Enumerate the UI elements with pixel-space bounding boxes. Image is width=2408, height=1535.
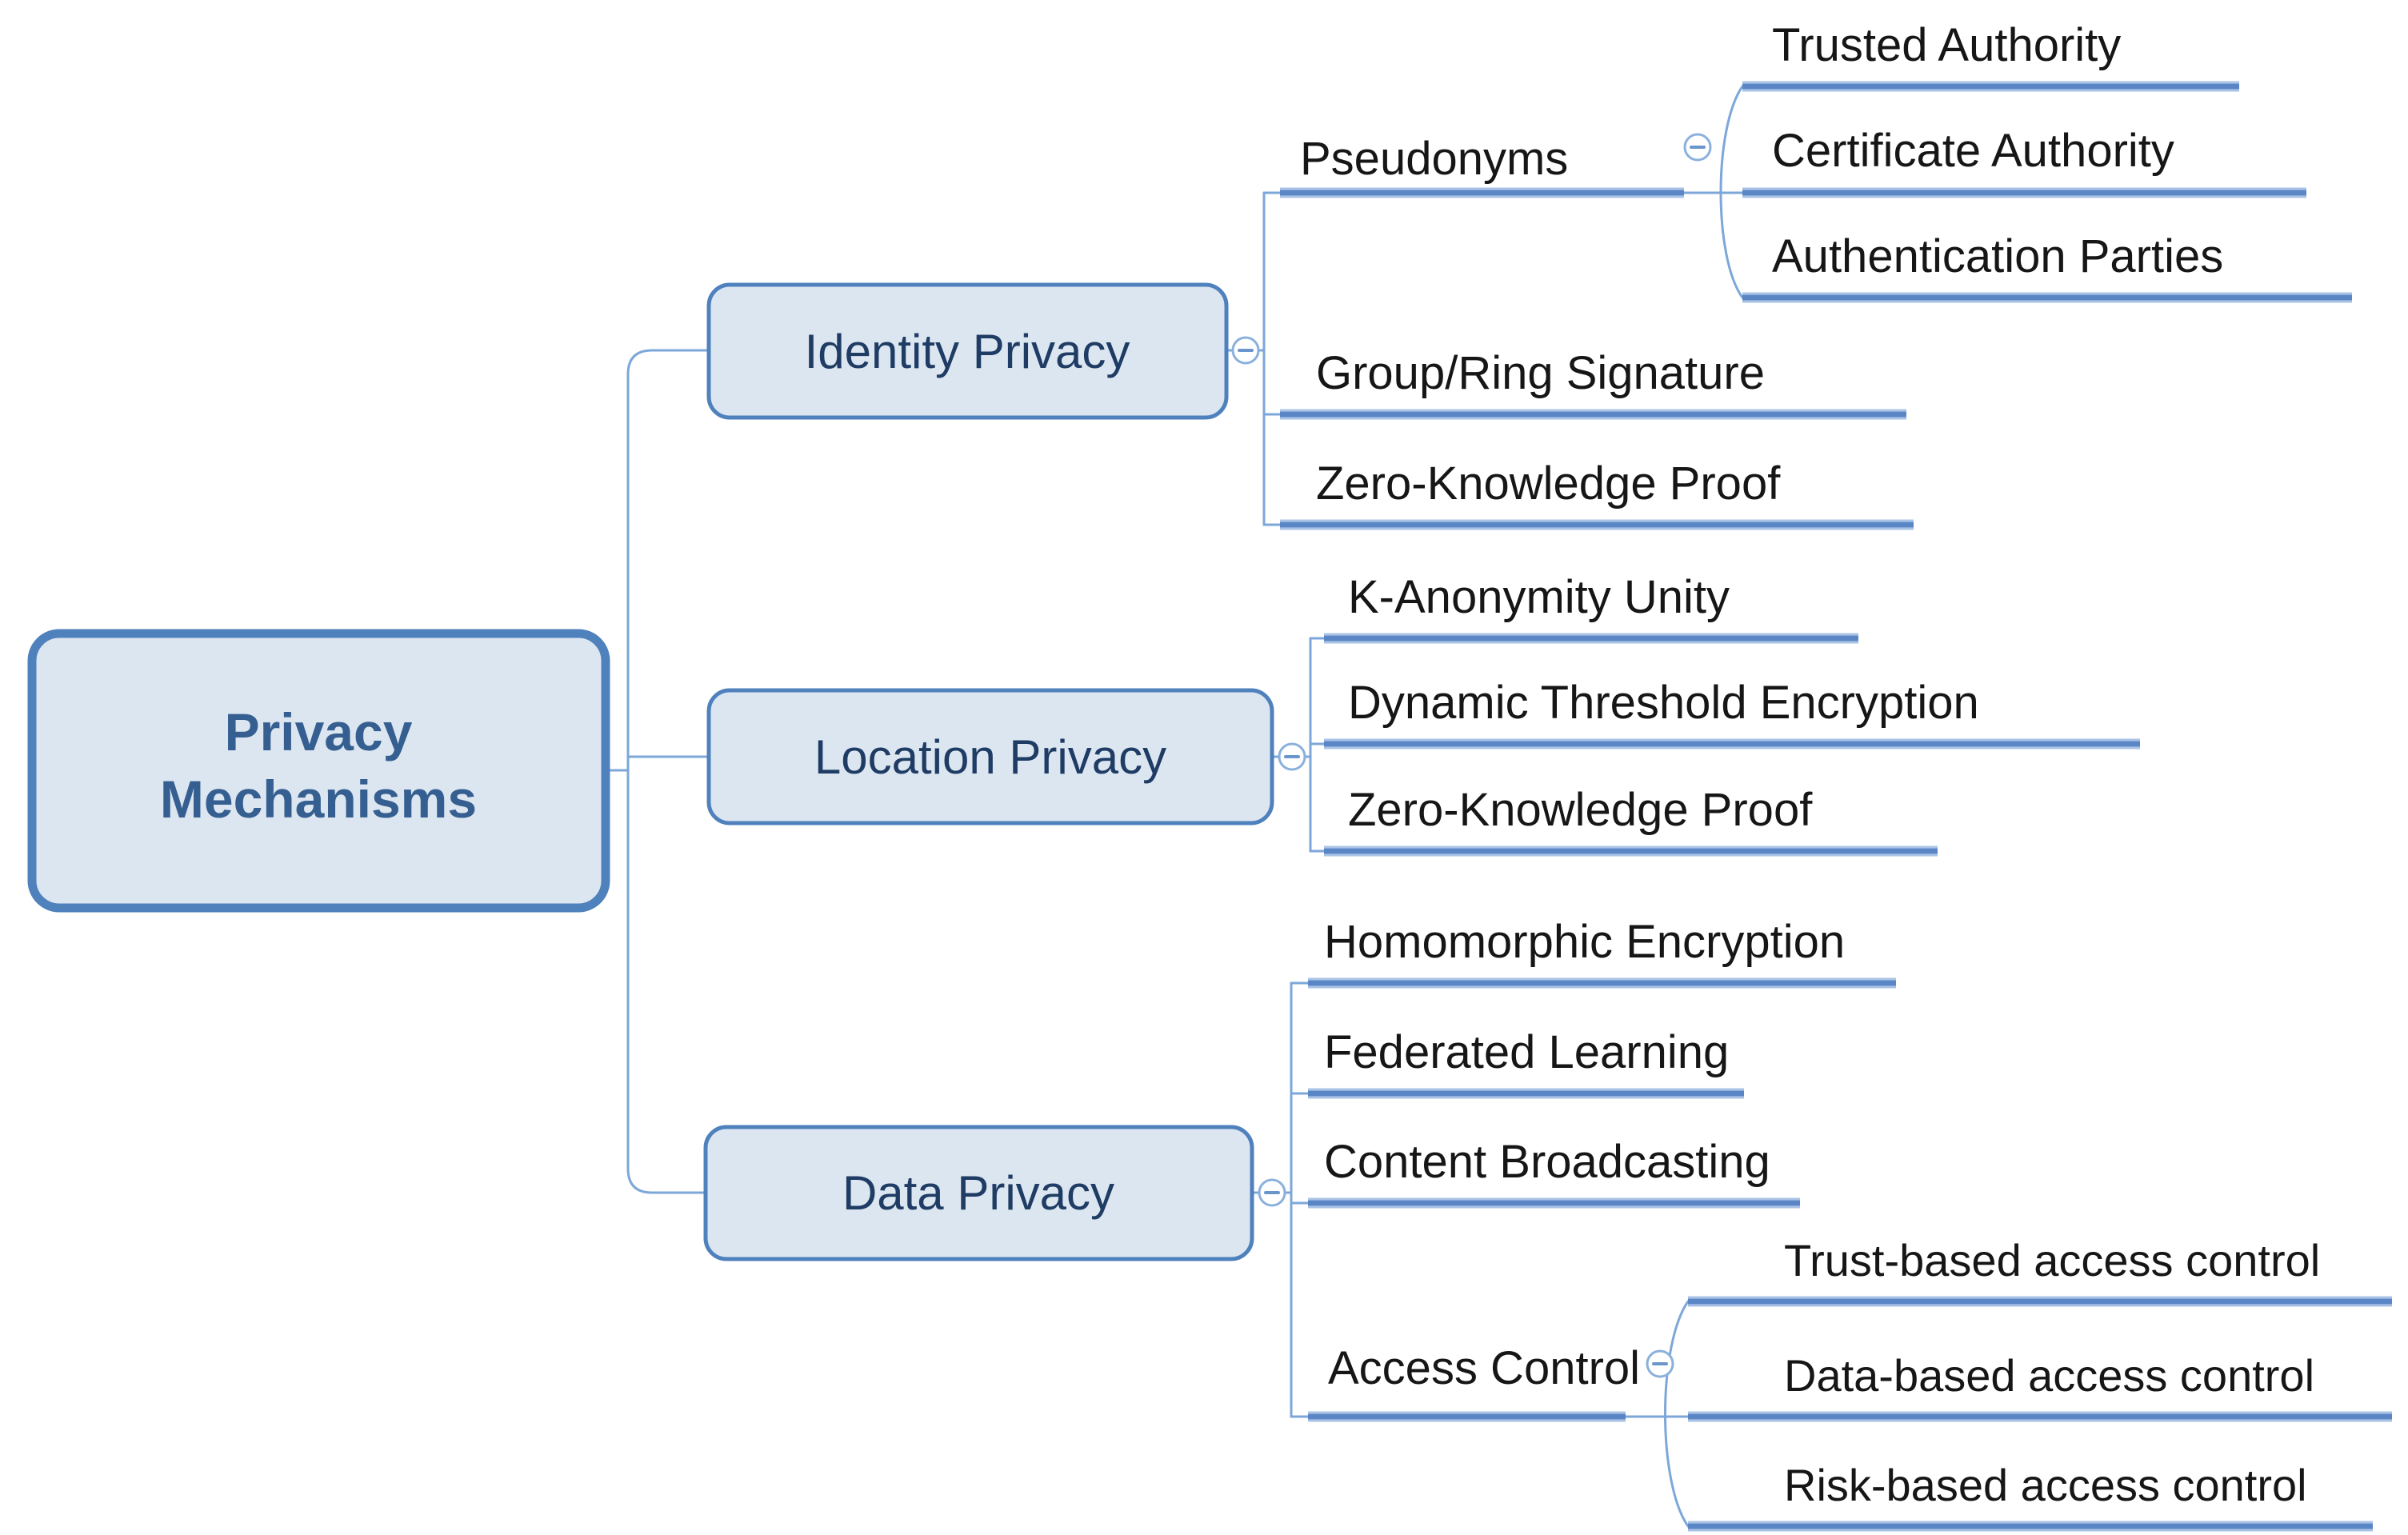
k-anonymity-unity-label: K-Anonymity Unity: [1348, 571, 1730, 623]
group-ring-signature-label: Group/Ring Signature: [1316, 347, 1765, 399]
group-ring-signature-underline: [1280, 409, 1906, 420]
connector-pseudonyms-children-bracket: [1719, 85, 1744, 299]
certificate-authority-underline: [1742, 187, 2306, 198]
node-privacy-mechanisms[interactable]: Privacy Mechanisms: [27, 629, 610, 913]
authentication-parties-underline: [1742, 292, 2352, 303]
risk-based-access-control-label: Risk-based access control: [1784, 1460, 2307, 1510]
connector-access-children-bracket: [1664, 1300, 1690, 1528]
node-trust-based-access-control[interactable]: Trust-based access control: [1688, 1235, 2392, 1307]
dynamic-threshold-encryption-underline: [1324, 738, 2140, 750]
identity-privacy-label: Identity Privacy: [805, 325, 1130, 378]
trust-based-access-control-label: Trust-based access control: [1784, 1235, 2320, 1285]
location-privacy-box: [706, 688, 1274, 825]
trusted-authority-label: Trusted Authority: [1772, 19, 2121, 71]
node-zero-knowledge-proof-location[interactable]: Zero-Knowledge Proof: [1324, 784, 1938, 857]
node-identity-privacy[interactable]: Identity Privacy: [706, 282, 1229, 420]
collapse-toggle-location-privacy[interactable]: [1278, 742, 1306, 771]
data-privacy-box: [703, 1125, 1254, 1261]
zero-knowledge-proof-identity-underline: [1280, 519, 1914, 530]
zero-knowledge-proof-identity-label: Zero-Knowledge Proof: [1316, 458, 1781, 510]
node-certificate-authority[interactable]: Certificate Authority: [1742, 125, 2306, 198]
dynamic-threshold-encryption-label: Dynamic Threshold Encryption: [1348, 677, 1979, 729]
authentication-parties-label: Authentication Parties: [1772, 230, 2223, 282]
connector-layer: [604, 85, 1744, 1528]
zero-knowledge-proof-location-label: Zero-Knowledge Proof: [1348, 784, 1813, 836]
node-content-broadcasting[interactable]: Content Broadcasting: [1308, 1136, 1800, 1209]
trusted-authority-underline: [1742, 81, 2239, 92]
connector-trunk: [626, 349, 710, 1194]
node-group-ring-signature[interactable]: Group/Ring Signature: [1280, 347, 1906, 420]
root-label-line2: Mechanisms: [160, 769, 477, 829]
collapse-toggle-data-privacy[interactable]: [1258, 1178, 1286, 1207]
root-label-line1: Privacy: [225, 702, 413, 762]
node-dynamic-threshold-encryption[interactable]: Dynamic Threshold Encryption: [1324, 677, 2140, 750]
node-pseudonyms[interactable]: Pseudonyms: [1280, 133, 1684, 198]
access-control-underline: [1308, 1411, 1626, 1422]
collapse-toggle-access-control[interactable]: [1646, 1349, 1674, 1378]
node-location-privacy[interactable]: Location Privacy: [706, 688, 1274, 825]
identity-privacy-box: [706, 282, 1229, 420]
data-based-access-control-underline: [1688, 1411, 2392, 1422]
certificate-authority-label: Certificate Authority: [1772, 125, 2174, 177]
node-data-based-access-control[interactable]: Data-based access control: [1688, 1350, 2392, 1422]
node-trusted-authority[interactable]: Trusted Authority: [1742, 19, 2239, 92]
collapse-toggle-identity-privacy[interactable]: [1231, 336, 1260, 365]
pseudonyms-label: Pseudonyms: [1300, 133, 1568, 185]
federated-learning-underline: [1308, 1088, 1744, 1099]
homomorphic-encryption-label: Homomorphic Encryption: [1324, 916, 1845, 968]
k-anonymity-unity-underline: [1324, 633, 1858, 644]
data-privacy-label: Data Privacy: [842, 1166, 1114, 1220]
node-zero-knowledge-proof-identity[interactable]: Zero-Knowledge Proof: [1280, 458, 1914, 530]
pseudonyms-underline: [1280, 187, 1684, 198]
federated-learning-label: Federated Learning: [1324, 1026, 1729, 1078]
risk-based-access-control-underline: [1688, 1521, 2373, 1532]
root-box: [27, 629, 610, 913]
collapse-toggle-pseudonyms[interactable]: [1683, 133, 1712, 162]
content-broadcasting-underline: [1308, 1197, 1800, 1209]
node-federated-learning[interactable]: Federated Learning: [1308, 1026, 1744, 1099]
zero-knowledge-proof-location-underline: [1324, 845, 1938, 857]
location-privacy-label: Location Privacy: [814, 730, 1166, 784]
content-broadcasting-label: Content Broadcasting: [1324, 1136, 1770, 1188]
node-homomorphic-encryption[interactable]: Homomorphic Encryption: [1308, 916, 1896, 989]
data-based-access-control-label: Data-based access control: [1784, 1350, 2314, 1401]
node-authentication-parties[interactable]: Authentication Parties: [1742, 230, 2352, 303]
homomorphic-encryption-underline: [1308, 977, 1896, 989]
node-k-anonymity-unity[interactable]: K-Anonymity Unity: [1324, 571, 1858, 644]
node-risk-based-access-control[interactable]: Risk-based access control: [1688, 1460, 2373, 1532]
node-access-control[interactable]: Access Control: [1308, 1342, 1640, 1422]
node-data-privacy[interactable]: Data Privacy: [703, 1125, 1254, 1261]
trust-based-access-control-underline: [1688, 1296, 2392, 1307]
access-control-label: Access Control: [1328, 1342, 1640, 1394]
